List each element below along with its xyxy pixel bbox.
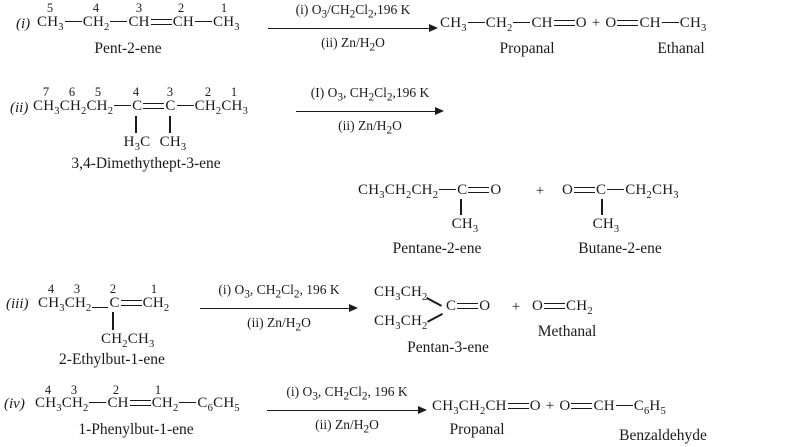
carbon-number: 1 — [154, 383, 162, 397]
compound-name: 3,4-Dimethythept-3-ene — [71, 155, 221, 172]
compound-name: Pentane-2-ene — [392, 240, 482, 257]
carbon-number: 1 — [150, 282, 158, 296]
compound-name: 1-Phenylbut-1-ene — [78, 421, 194, 438]
compound-name: 2-Ethylbut-1-ene — [59, 351, 165, 368]
carbon-number: 5 — [94, 85, 102, 99]
vertical-bond — [112, 312, 114, 330]
plus-sign: + — [591, 15, 601, 31]
arrow-line — [296, 110, 442, 112]
carbon-number: 4 — [47, 282, 55, 296]
vertical-bond — [169, 116, 171, 133]
condition-step1: (i) O3, CH2Cl2, 196 K — [286, 384, 408, 403]
condition-step1: (I) O3, CH2Cl2,196 K — [310, 85, 430, 104]
reaction-roman-label: (ii) — [10, 100, 29, 116]
carbon-number: 2 — [109, 282, 117, 296]
diagonal-bond — [426, 297, 443, 307]
substituent-formula: CH3 — [159, 134, 187, 153]
vertical-bond — [460, 199, 462, 215]
reaction-roman-label: (i) — [16, 16, 31, 32]
carbon-number: 5 — [46, 1, 54, 15]
carbon-number: 7 — [42, 85, 50, 99]
reaction-roman-label: (iii) — [6, 296, 29, 312]
carbon-number: 4 — [132, 85, 140, 99]
condition-step2: (ii) Zn/H2O — [321, 34, 385, 54]
carbon-number: 3 — [70, 383, 78, 397]
vertical-bond — [135, 116, 137, 133]
arrow-shaft — [268, 24, 438, 34]
substituent-formula: CH2CH3 — [101, 331, 155, 350]
compound-name: Butane-2-ene — [578, 240, 662, 257]
arrow-shaft — [296, 107, 444, 117]
compound-name: Pentan-3-ene — [407, 339, 489, 356]
condition-step2: (ii) Zn/H2O — [247, 314, 311, 334]
plus-sign: + — [535, 183, 545, 199]
vertical-bond — [601, 199, 603, 215]
condition-step1: (i) O3/CH2Cl2,196 K — [295, 2, 411, 21]
carbon-number: 1 — [220, 1, 228, 15]
reaction-arrow: (I) O3, CH2Cl2,196 K (ii) Zn/H2O — [296, 85, 444, 138]
branch-formula: CH3CH2 — [374, 313, 428, 332]
substituent-formula: CH3 — [592, 216, 620, 235]
compound-name: Propanal — [449, 421, 505, 438]
carbon-number: 2 — [204, 85, 212, 99]
condition-step2: (ii) Zn/H2O — [338, 117, 402, 137]
carbon-number: 3 — [73, 282, 81, 296]
arrow-line — [267, 409, 425, 411]
carbon-number: 3 — [166, 85, 174, 99]
arrow-shaft — [200, 304, 358, 314]
reaction-arrow: (i) O3/CH2Cl2,196 K (ii) Zn/H2O — [268, 2, 438, 55]
arrow-head — [435, 107, 444, 116]
carbon-number: 1 — [230, 85, 238, 99]
compound-name: Propanal — [499, 40, 555, 57]
reaction-roman-label: (iv) — [4, 396, 25, 412]
arrow-shaft — [267, 406, 427, 416]
carbon-number: 6 — [68, 85, 76, 99]
arrow-line — [200, 307, 356, 309]
plus-sign: + — [511, 299, 521, 315]
substituent-formula: H3C — [123, 134, 151, 153]
carbon-number: 2 — [177, 1, 185, 15]
compound-name: Ethanal — [657, 40, 705, 57]
arrow-head — [418, 406, 427, 415]
substituent-formula: CH3 — [451, 216, 479, 235]
carbon-number: 2 — [112, 383, 120, 397]
compound-name: Benzaldehyde — [619, 427, 707, 444]
arrow-head — [349, 304, 358, 313]
arrow-line — [268, 27, 436, 29]
condition-step2: (ii) Zn/H2O — [315, 416, 379, 436]
compound-name: Methanal — [537, 323, 597, 340]
carbon-number: 4 — [44, 383, 52, 397]
branch-formula: CH3CH2 — [374, 284, 428, 303]
condition-step1: (i) O3, CH2Cl2, 196 K — [218, 282, 340, 301]
reaction-arrow: (i) O3, CH2Cl2, 196 K (ii) Zn/H2O — [200, 282, 358, 335]
carbon-number: 4 — [92, 1, 100, 15]
reaction-arrow: (i) O3, CH2Cl2, 196 K (ii) Zn/H2O — [267, 384, 427, 437]
arrow-head — [429, 24, 438, 33]
diagonal-bond — [427, 313, 443, 323]
compound-name: Pent-2-ene — [94, 40, 162, 57]
carbon-number: 3 — [135, 1, 143, 15]
plus-sign: + — [545, 398, 555, 414]
